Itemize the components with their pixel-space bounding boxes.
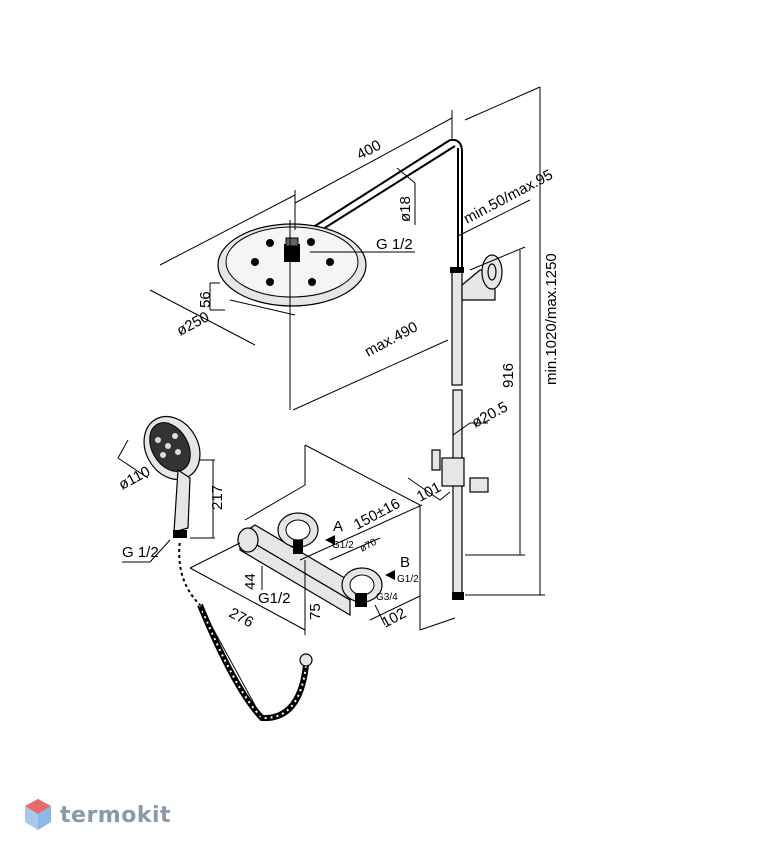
dim-d205: ø20.5 xyxy=(469,399,511,432)
dim-max490: max.490 xyxy=(362,319,421,361)
dim-d110: ø110 xyxy=(116,463,153,494)
label-b-g: G1/2 xyxy=(397,574,419,585)
dim-150: 150±16 xyxy=(351,495,403,533)
dim-56: 56 xyxy=(197,291,214,308)
label-a-g: G1/2 xyxy=(332,540,354,551)
dim-44: 44 xyxy=(242,573,259,590)
dim-102: 102 xyxy=(379,605,409,632)
label-b: B xyxy=(400,554,410,571)
dim-min50: min.50/max.95 xyxy=(461,166,556,227)
dim-916: 916 xyxy=(500,363,517,388)
dim-400: 400 xyxy=(354,137,384,164)
dim-217: 217 xyxy=(209,485,226,510)
shower-hose xyxy=(197,603,313,722)
hand-shower xyxy=(143,416,202,607)
logo-text: termokit xyxy=(60,802,172,828)
dim-d18: ø18 xyxy=(397,196,414,222)
wall-bracket xyxy=(461,254,503,301)
head-dimensions xyxy=(149,110,453,411)
dim-g12-head: G 1/2 xyxy=(376,236,413,253)
riser-pipe xyxy=(450,139,464,600)
dim-75: 75 xyxy=(307,603,324,620)
dim-276: 276 xyxy=(226,605,256,632)
cube-logo-icon xyxy=(25,799,51,830)
shower-head xyxy=(217,223,367,307)
dim-g12-mixer: G1/2 xyxy=(258,590,291,607)
dim-101: 101 xyxy=(414,479,444,506)
dim-g34: G3/4 xyxy=(376,592,398,603)
dim-d250: ø250 xyxy=(174,308,212,339)
termokit-logo: termokit xyxy=(24,798,171,832)
mixer-dimensions xyxy=(189,504,423,635)
riser-dimensions xyxy=(452,86,545,596)
label-a: A xyxy=(333,518,343,535)
wall-outline xyxy=(244,444,456,631)
hand-dimensions xyxy=(117,439,215,563)
slide-holder xyxy=(407,449,489,501)
dim-g12-hand: G 1/2 xyxy=(122,544,159,561)
thermostat-mixer xyxy=(237,512,395,617)
dim-1250: min.1020/max.1250 xyxy=(543,253,560,385)
